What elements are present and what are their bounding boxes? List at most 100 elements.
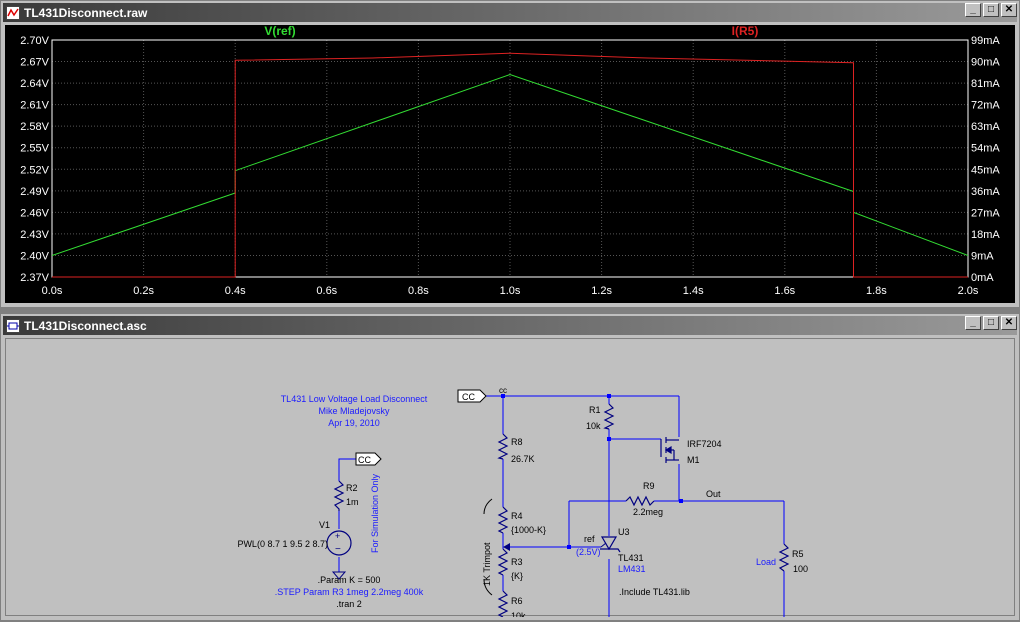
shunt-regulator-u3[interactable]: U3 TL431 LM431 — [600, 527, 646, 574]
r6-name: R6 — [511, 596, 523, 606]
x-tick-label: 1.2s — [591, 285, 612, 297]
r1-value: 10k — [586, 421, 601, 431]
minimize-button[interactable]: _ — [965, 316, 981, 330]
resistor-r6[interactable]: R6 10k — [497, 590, 526, 621]
sim-only-label: For Simulation Only — [370, 473, 380, 553]
m1-name: M1 — [687, 455, 700, 465]
waveform-icon — [6, 5, 20, 20]
cc-port-right[interactable]: CC cc — [457, 386, 507, 403]
plot-frame — [51, 39, 969, 278]
plot-window-title: TL431Disconnect.raw — [24, 5, 148, 20]
y-right-tick-label: 9mA — [971, 250, 994, 262]
include-directive[interactable]: .Include TL431.lib — [619, 587, 690, 597]
r9-value: 2.2meg — [633, 507, 663, 517]
y-left-tick-label: 2.43V — [20, 229, 49, 241]
cc-port-left-label: CC — [358, 455, 371, 465]
schematic-canvas[interactable]: TL431 Low Voltage Load Disconnect Mike M… — [6, 339, 1016, 622]
resistor-r5[interactable]: R5 100 — [778, 543, 808, 574]
y-right-tick-label: 36mA — [971, 186, 1000, 198]
voltage-source-v1[interactable]: + − V1 PWL(0 8.7 1 9.5 2 8.7) — [237, 520, 352, 556]
x-tick-label: 1.6s — [774, 285, 795, 297]
param-directive[interactable]: .Param K = 500 — [318, 575, 381, 585]
y-right-tick-label: 99mA — [971, 35, 1000, 47]
x-tick-label: 1.4s — [683, 285, 704, 297]
y-left-tick-label: 2.61V — [20, 100, 49, 112]
tran-directive[interactable]: .tran 2 — [336, 599, 362, 609]
cc-port-left[interactable]: CC — [355, 452, 382, 466]
y-right-tick-label: 18mA — [971, 229, 1000, 241]
junction-dots — [501, 394, 683, 549]
ref-voltage-label: (2.5V) — [576, 547, 601, 557]
legend-ir5: I(R5) — [732, 25, 759, 38]
schematic-window-title: TL431Disconnect.asc — [24, 318, 147, 333]
y-right-tick-label: 90mA — [971, 57, 1000, 69]
out-net-label: Out — [706, 489, 721, 499]
ground-symbol — [331, 571, 347, 580]
r5-name: R5 — [792, 549, 804, 559]
r2-value: 1m — [346, 497, 359, 507]
svg-text:+: + — [335, 531, 340, 541]
x-tick-label: 0.6s — [316, 285, 337, 297]
trace-v-ref — [51, 73, 969, 256]
resistor-r4[interactable]: R4 {1000-K} — [497, 506, 546, 535]
r9-name: R9 — [643, 481, 655, 491]
r4-name: R4 — [511, 511, 523, 521]
cc-node-label: cc — [499, 386, 507, 395]
y-left-tick-label: 2.49V — [20, 186, 49, 198]
y-left-tick-label: 2.37V — [20, 272, 49, 284]
v1-name: V1 — [319, 520, 330, 530]
load-label: Load — [756, 557, 776, 567]
resistor-r9[interactable]: R9 2.2meg — [625, 481, 663, 517]
ref-net-label: ref — [584, 534, 595, 544]
plot-window-titlebar[interactable]: TL431Disconnect.raw — [3, 3, 1017, 22]
resistor-r3[interactable]: R3 {K} — [497, 548, 523, 581]
mosfet-m1[interactable]: IRF7204 M1 — [660, 437, 722, 465]
x-tick-label: 0.2s — [133, 285, 154, 297]
schematic-window: TL431Disconnect.asc _ □ ✕ TL431 Low Volt… — [0, 313, 1020, 622]
maximize-button[interactable]: □ — [983, 3, 999, 17]
y-left-tick-label: 2.70V — [20, 35, 49, 47]
y-right-tick-label: 45mA — [971, 164, 1000, 176]
schematic-author: Mike Mladejovsky — [318, 406, 390, 416]
y-right-tick-label: 63mA — [971, 121, 1000, 133]
y-left-tick-label: 2.58V — [20, 121, 49, 133]
maximize-button[interactable]: □ — [983, 316, 999, 330]
y-left-tick-label: 2.55V — [20, 143, 49, 155]
source-wires — [338, 458, 356, 572]
trimpot-wiper: 1K Trimpot — [482, 498, 510, 596]
trimpot-label: 1K Trimpot — [482, 542, 492, 586]
resistor-r8[interactable]: R8 26.7K — [497, 433, 535, 464]
resistor-r2[interactable]: R2 1m — [333, 480, 359, 511]
close-button[interactable]: ✕ — [1001, 3, 1017, 17]
y-right-tick-label: 72mA — [971, 100, 1000, 112]
schematic-window-titlebar[interactable]: TL431Disconnect.asc — [3, 316, 1017, 335]
x-tick-label: 0.8s — [408, 285, 429, 297]
y-right-tick-label: 27mA — [971, 207, 1000, 219]
r5-value: 100 — [793, 564, 808, 574]
resistor-r1[interactable]: R1 10k — [586, 403, 615, 431]
y-left-tick-label: 2.64V — [20, 78, 49, 90]
r3-value: {K} — [511, 571, 523, 581]
y-left-tick-label: 2.40V — [20, 250, 49, 262]
close-button[interactable]: ✕ — [1001, 316, 1017, 330]
schematic-pane[interactable]: TL431 Low Voltage Load Disconnect Mike M… — [5, 338, 1016, 622]
r8-name: R8 — [511, 437, 523, 447]
schematic-date: Apr 19, 2010 — [328, 418, 380, 428]
r3-name: R3 — [511, 557, 523, 567]
y-right-tick-label: 0mA — [971, 272, 994, 284]
step-directive[interactable]: .STEP Param R3 1meg 2.2meg 400k — [275, 587, 424, 597]
y-left-tick-label: 2.52V — [20, 164, 49, 176]
u3-model: LM431 — [618, 564, 646, 574]
minimize-button[interactable]: _ — [965, 3, 981, 17]
u3-value: TL431 — [618, 553, 644, 563]
svg-text:−: − — [335, 544, 341, 555]
x-tick-label: 0.0s — [42, 285, 63, 297]
x-tick-label: 2.0s — [958, 285, 979, 297]
r8-value: 26.7K — [511, 454, 535, 464]
schematic-icon — [6, 318, 20, 333]
u3-name: U3 — [618, 527, 630, 537]
m1-value: IRF7204 — [687, 439, 722, 449]
